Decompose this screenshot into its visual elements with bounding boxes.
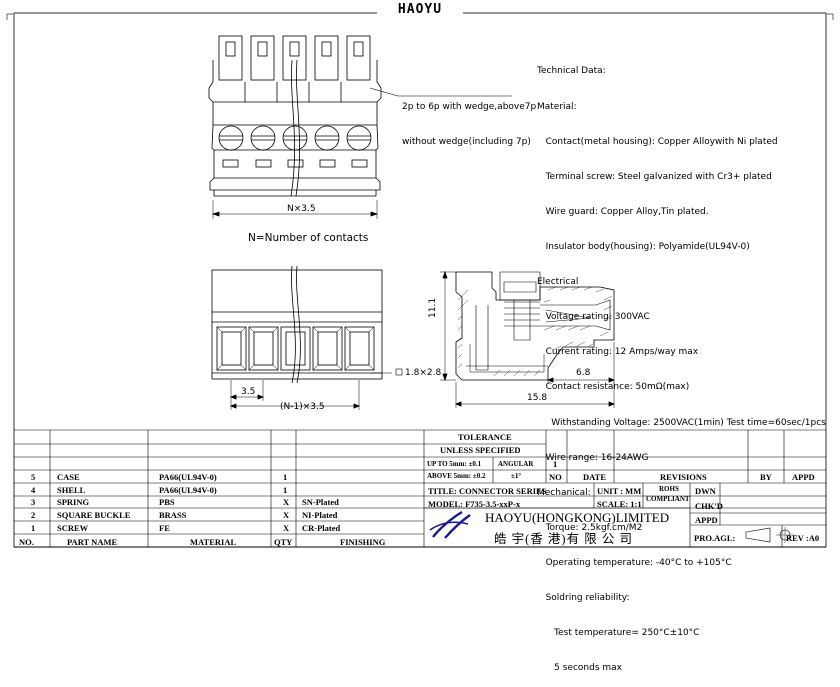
bom-row-no: 3 bbox=[31, 497, 36, 507]
spec-line: Insulator body(housing): Polyamide(UL94V… bbox=[537, 241, 750, 252]
col-by: BY bbox=[760, 472, 772, 482]
drawing-linework bbox=[6, 12, 834, 548]
spec-line: Contact(metal housing): Copper Alloywith… bbox=[537, 136, 778, 147]
spec-line: Current rating: 12 Amps/way max bbox=[537, 347, 699, 358]
dim-side-total: 15.8 bbox=[527, 393, 548, 403]
bom-row-qty: 1 bbox=[283, 472, 288, 482]
drawing-title: TITLE: CONNECTOR SERIES bbox=[428, 486, 547, 496]
bom-row-material: PA66(UL94V-0) bbox=[159, 472, 217, 482]
bom-row-part: SPRING bbox=[57, 497, 90, 507]
wedge-note-line: 2p to 6p with wedge,above7p bbox=[402, 102, 537, 112]
spec-line: Withstanding Voltage: 2500VAC(1min) Test… bbox=[537, 417, 826, 428]
appd-label: APPD bbox=[695, 515, 718, 525]
tolerance-up-to: UP TO 5mm: ±0.1 bbox=[427, 460, 482, 468]
bom-row-qty: X bbox=[283, 510, 290, 520]
tolerance-angular-value: ±1° bbox=[511, 472, 522, 480]
technical-data: Technical Data: Material: Contact(metal … bbox=[537, 43, 826, 687]
side-view bbox=[440, 270, 616, 408]
bom-row-qty: 1 bbox=[283, 485, 288, 495]
spec-line: Voltage rating: 300VAC bbox=[537, 312, 650, 323]
revision-label: REV :A0 bbox=[786, 533, 820, 543]
front-view bbox=[211, 265, 403, 410]
spec-line: Wire range: 16-24AWG bbox=[537, 452, 649, 463]
bom-row-finishing: CR-Plated bbox=[302, 523, 341, 533]
spec-line: Torque: 2.5kgf.cm/M2 bbox=[537, 522, 643, 533]
tolerance-angular: ANGULAR bbox=[498, 460, 534, 468]
col-revisions: REVISIONS bbox=[660, 472, 707, 482]
rohs-compliant: COMPLIANT bbox=[646, 495, 690, 503]
unit: UNIT : MM bbox=[597, 486, 642, 496]
dim-hole: 1.8×2.8 bbox=[405, 368, 442, 378]
bom-row-material: PBS bbox=[159, 497, 175, 507]
spec-line: Test temperature= 250°C±10°C bbox=[537, 628, 700, 639]
bom-row-finishing: SN-Plated bbox=[302, 497, 339, 507]
col-appd: APPD bbox=[792, 472, 815, 482]
spec-line: Contact resistance: 50mΩ(max) bbox=[537, 382, 690, 393]
revision-number: 1 bbox=[553, 459, 558, 469]
spec-line: Electrical bbox=[537, 277, 579, 288]
drawing-sheet: HAOYU Technical Data: Material: Contact(… bbox=[6, 2, 834, 673]
spec-line: Material: bbox=[537, 101, 577, 112]
bom-row-no: 2 bbox=[31, 510, 36, 520]
bom-row-material: BRASS bbox=[159, 510, 187, 520]
bom-row-qty: X bbox=[283, 497, 290, 507]
bom-row-no: 5 bbox=[31, 472, 36, 482]
dim-total-width: N×3.5 bbox=[287, 204, 316, 214]
spec-line: Technical Data: bbox=[537, 66, 606, 77]
rohs-label: ROHS bbox=[659, 485, 679, 493]
brand-header: HAOYU bbox=[377, 2, 463, 17]
bom-row-finishing: NI-Plated bbox=[302, 510, 338, 520]
wedge-note: 2p to 6p with wedge,above7p without wedg… bbox=[402, 79, 536, 160]
spec-line: Mechanical: bbox=[537, 487, 591, 498]
bom-row-qty: X bbox=[283, 523, 290, 533]
dim-span: (N-1)×3.5 bbox=[280, 402, 325, 412]
dim-side-inner: 6.8 bbox=[576, 368, 591, 378]
tolerance-above: ABOVE 5mm: ±0.2 bbox=[427, 472, 486, 480]
bom-row-part: SHELL bbox=[57, 485, 86, 495]
bom-header-no: NO. bbox=[19, 537, 34, 547]
bom-row-part: CASE bbox=[57, 472, 80, 482]
bom-row-part: SQUARE BUCKLE bbox=[57, 510, 131, 520]
projection-angle-label: PRO.AGL: bbox=[694, 533, 736, 543]
bom-header-material: MATERIAL bbox=[190, 537, 237, 547]
bom-header-qty: QTY bbox=[274, 537, 293, 547]
spec-line: Operating temperature: -40°C to +105°C bbox=[537, 557, 732, 568]
spec-line: Terminal screw: Steel galvanized with Cr… bbox=[537, 171, 772, 182]
bom-row-no: 1 bbox=[31, 523, 36, 533]
tolerance-title: TOLERANCE bbox=[458, 432, 512, 442]
caption-contacts: N=Number of contacts bbox=[248, 232, 369, 244]
company-logo bbox=[429, 510, 471, 539]
tolerance-unless: UNLESS SPECIFIED bbox=[440, 445, 521, 455]
bom-header-part: PART NAME bbox=[67, 537, 118, 547]
spec-line: Soldring reliability: bbox=[537, 593, 630, 604]
chkd-label: CHK'D bbox=[695, 501, 723, 511]
dim-height: 11.1 bbox=[428, 297, 438, 318]
dim-pitch: 3.5 bbox=[241, 387, 256, 397]
spec-line: 5 seconds max bbox=[537, 663, 623, 674]
bom-header-finishing: FINISHING bbox=[340, 537, 386, 547]
top-view bbox=[208, 35, 512, 219]
model-number: MODEL: F735-3.5-xxP-x bbox=[428, 499, 521, 509]
wedge-note-line: without wedge(including 7p) bbox=[402, 136, 531, 147]
bom-row-material: FE bbox=[159, 523, 170, 533]
bom-row-material: PA66(UL94V-0) bbox=[159, 485, 217, 495]
spec-line: Wire guard: Copper Alloy,Tin plated. bbox=[537, 206, 709, 217]
title-block-grid bbox=[14, 429, 826, 548]
dwn-label: DWN bbox=[695, 486, 716, 496]
scale: SCALE: 1:1 bbox=[597, 499, 642, 509]
col-no: NO bbox=[549, 472, 562, 482]
company-name-cn: 皓 宇(香 港)有 限 公 司 bbox=[494, 532, 633, 546]
bom-row-no: 4 bbox=[31, 485, 36, 495]
col-date: DATE bbox=[583, 472, 606, 482]
company-name: HAOYU(HONGKONG)LIMITED bbox=[485, 510, 670, 525]
bom-row-part: SCREW bbox=[57, 523, 89, 533]
